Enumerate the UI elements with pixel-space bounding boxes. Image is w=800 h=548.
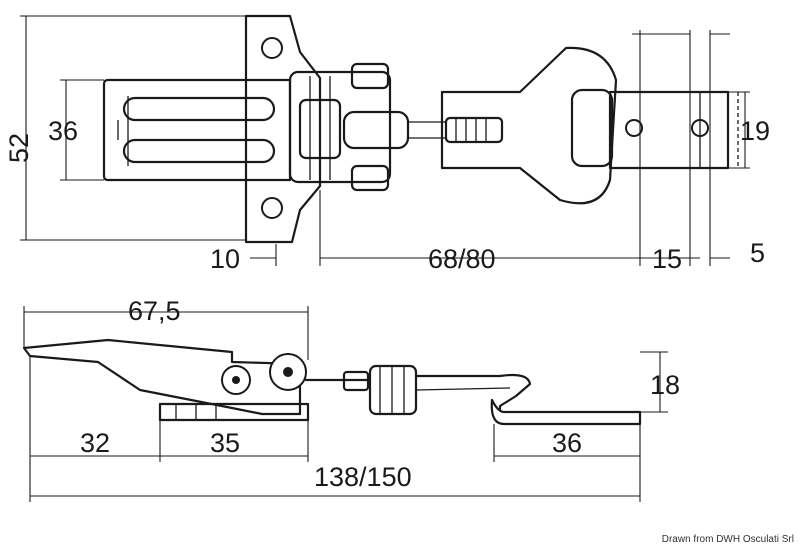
dim-15: 15 <box>652 244 682 274</box>
top-view-dimension-lines <box>20 15 750 266</box>
dim-5: 5 <box>750 238 765 268</box>
dim-36-side: 36 <box>552 428 582 458</box>
dim-68-80: 68/80 <box>428 244 496 274</box>
dim-32: 32 <box>80 428 110 458</box>
hook-roller <box>570 88 614 168</box>
dim-35: 35 <box>210 428 240 458</box>
hinge-pin-bottom <box>350 164 390 192</box>
base-foot <box>158 402 310 422</box>
side-view <box>22 306 668 502</box>
mount-hole-bottom <box>261 197 283 219</box>
dim-18: 18 <box>650 370 680 400</box>
lever-slot-upper <box>122 96 276 122</box>
lever-slot-lower <box>122 138 276 164</box>
dim-19: 19 <box>740 116 770 146</box>
side-catch-plate <box>490 398 642 426</box>
threaded-rod <box>444 116 504 144</box>
spring-sleeve <box>342 110 410 150</box>
base-plate <box>244 14 322 244</box>
dim-67-5: 67,5 <box>128 296 181 326</box>
catch-hole-left <box>625 119 643 137</box>
hinge-body <box>288 70 392 184</box>
dim-52: 52 <box>4 133 34 163</box>
hinge-pin-top <box>350 62 390 90</box>
lever-profile <box>22 338 302 416</box>
dim-138-150: 138/150 <box>314 462 412 492</box>
side-spring <box>368 364 418 416</box>
catch-plate <box>608 90 730 170</box>
dim-10: 10 <box>210 244 240 274</box>
credit-text: Drawn from DWH Osculati Srl <box>662 534 794 545</box>
hook-loop <box>440 46 618 205</box>
hinge-housing <box>298 98 342 160</box>
top-view <box>20 14 750 266</box>
dim-36-top: 36 <box>48 116 78 146</box>
side-hook <box>414 373 532 412</box>
lever-plate <box>102 78 292 182</box>
side-view-dimension-lines <box>23 306 668 502</box>
mount-hole-top <box>261 37 283 59</box>
